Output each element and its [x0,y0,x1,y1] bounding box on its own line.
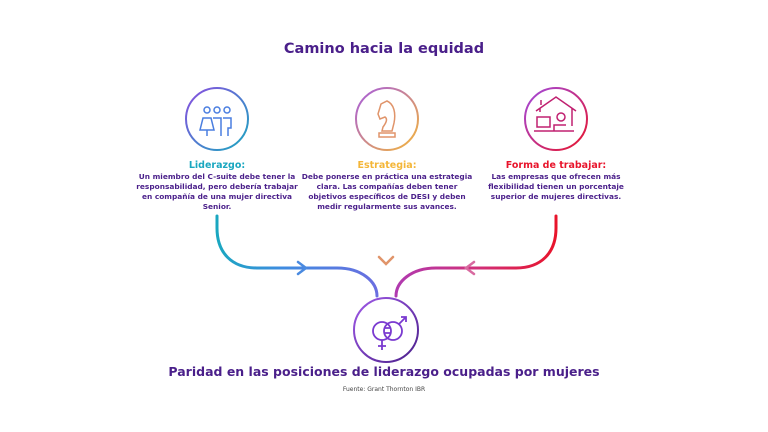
leadership-heading: Liderazgo: [188,160,246,171]
result-title: Paridad en las posiciones de liderazgo o… [168,364,600,379]
source-note: Fuente: Grant Thornton IBR [342,386,426,393]
page-title: Camino hacia la equidad [283,41,485,57]
work-heading: Forma de trabajar: [505,160,607,171]
flow-arrows [215,214,558,298]
work-column: Forma de trabajar: Las empresas que ofre… [486,160,626,202]
strategy-text: Debe ponerse en práctica una estrategia … [301,172,473,211]
work-icon-circle [524,87,588,151]
strategy-column: Estrategia: Debe ponerse en práctica una… [299,160,475,212]
strategy-icon-circle [355,87,419,151]
result-icon-circle [353,297,419,363]
work-text: Las empresas que ofrecen más flexibilida… [488,172,624,201]
leadership-text: Un miembro del C-suite debe tener la res… [136,172,298,211]
strategy-heading: Estrategia: [357,160,417,171]
leadership-icon-circle [185,87,249,151]
leadership-column: Liderazgo: Un miembro del C-suite debe t… [132,160,302,212]
